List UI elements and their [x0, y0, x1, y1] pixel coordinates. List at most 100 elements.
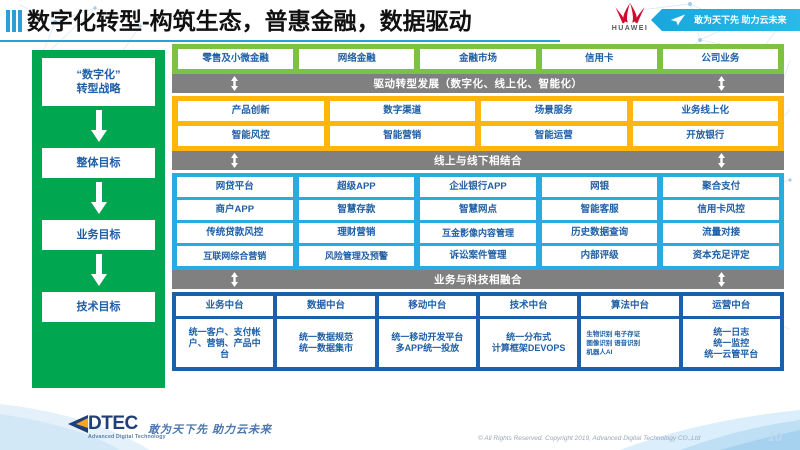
- business-line-cell[interactable]: 网络金融: [299, 49, 415, 69]
- platform-detail-line: 机器人AI: [586, 348, 613, 356]
- connector-drive-label: 驱动转型发展（数字化、线上化、智能化）: [373, 78, 583, 90]
- transformation-cell[interactable]: 智能风控: [178, 126, 324, 146]
- sidebar-item-strategy-line2: 转型战略: [76, 83, 121, 95]
- platform-title[interactable]: 业务中台: [176, 296, 274, 316]
- strategy-sidebar: “数字化” 转型战略 整体目标 业务目标 技术目标: [32, 50, 165, 388]
- transformation-cell[interactable]: 产品创新: [178, 101, 324, 121]
- platform-column-tech: 技术中台 统一分布式 计算框架DEVOPS: [479, 296, 578, 367]
- dtec-triangle-icon: [68, 415, 88, 433]
- application-cell[interactable]: 资本充足评定: [663, 246, 779, 266]
- platform-detail-line: 统一日志: [713, 326, 750, 337]
- application-cell[interactable]: 互金影像内容管理: [420, 223, 536, 243]
- dtec-tagline: Advanced Digital Technology: [88, 434, 166, 440]
- application-cell[interactable]: 诉讼案件管理: [420, 246, 536, 266]
- platform-detail[interactable]: 生物识别 电子存证 图像识别 语音识别 机器人AI: [581, 319, 679, 367]
- platform-column-operations: 运营中台 统一日志 统一监控 统一云管平台: [682, 296, 780, 367]
- platform-detail-line: 统一数据集市: [298, 343, 353, 353]
- platform-detail[interactable]: 统一客户、支付帐 户、营销、产品中 台: [176, 319, 274, 367]
- application-cell[interactable]: 商户APP: [177, 200, 293, 220]
- platform-title[interactable]: 数据中台: [277, 296, 375, 316]
- platform-detail[interactable]: 统一日志 统一监控 统一云管平台: [682, 319, 780, 367]
- application-cell[interactable]: 网银: [541, 177, 658, 197]
- platform-detail[interactable]: 统一移动开发平台 多APP统一投放: [378, 319, 476, 367]
- business-line-cell[interactable]: 信用卡: [541, 49, 657, 69]
- platform-detail-line: 生物识别 电子存证: [586, 330, 641, 338]
- platform-column-algorithm: 算法中台 生物识别 电子存证 图像识别 语音识别 机器人AI: [581, 296, 679, 367]
- double-arrow-icon: [718, 153, 725, 168]
- huawei-flower-icon: [615, 2, 645, 24]
- double-arrow-icon: [718, 76, 725, 91]
- huawei-wordmark: HUAWEI: [611, 25, 649, 32]
- connector-business-tech: 业务与科技相融合: [172, 270, 784, 289]
- transformation-cell[interactable]: 智能营销: [329, 126, 475, 146]
- application-cell[interactable]: 内部评级: [541, 246, 658, 266]
- transformation-cell[interactable]: 开放银行: [632, 126, 778, 146]
- application-cell[interactable]: 流量对接: [663, 223, 779, 243]
- business-lines-row: 零售及小微金融 网络金融 金融市场 信用卡 公司业务: [178, 49, 779, 69]
- platform-title[interactable]: 移动中台: [378, 296, 476, 316]
- paper-plane-icon: [670, 14, 686, 26]
- application-cell[interactable]: 智能客服: [541, 200, 658, 220]
- connector-drive-transformation: 驱动转型发展（数字化、线上化、智能化）: [172, 74, 784, 93]
- application-cell[interactable]: 风险管理及预警: [298, 246, 415, 266]
- platform-column-mobile: 移动中台 统一移动开发平台 多APP统一投放: [378, 296, 476, 367]
- title-accent-bars: [6, 10, 22, 32]
- platform-detail-line: 统一监控: [713, 337, 750, 348]
- applications-row-4: 互联网综合营销 风险管理及预警 诉讼案件管理 内部评级 资本充足评定: [177, 246, 779, 266]
- application-cell[interactable]: 信用卡风控: [663, 200, 779, 220]
- application-cell[interactable]: 传统贷款风控: [177, 223, 293, 243]
- arrow-down-icon: [90, 182, 107, 214]
- business-line-cell[interactable]: 公司业务: [662, 49, 779, 69]
- platform-detail-line: 户、营销、产品中: [188, 337, 261, 348]
- platform-title[interactable]: 运营中台: [682, 296, 780, 316]
- platform-column-business: 业务中台 统一客户、支付帐 户、营销、产品中 台: [176, 296, 274, 367]
- arrow-down-icon: [90, 110, 107, 142]
- application-cell[interactable]: 智慧存款: [298, 200, 415, 220]
- transformation-cell[interactable]: 业务线上化: [632, 101, 778, 121]
- arrow-down-3: [42, 250, 155, 292]
- platform-detail-line: 统一客户、支付帐: [188, 326, 261, 337]
- dtec-logo: DTEC Advanced Digital Technology: [68, 414, 208, 440]
- transformation-cell[interactable]: 场景服务: [481, 101, 627, 121]
- platform-detail-line: 统一分布式: [506, 332, 552, 342]
- transformation-cell[interactable]: 数字渠道: [329, 101, 475, 121]
- business-line-cell[interactable]: 零售及小微金融: [178, 49, 294, 69]
- double-arrow-icon: [231, 153, 238, 168]
- applications-band: 网贷平台 超级APP 企业银行APP 网银 聚合支付 商户APP 智慧存款 智慧…: [172, 173, 784, 270]
- arrow-down-icon: [90, 254, 107, 286]
- platform-detail[interactable]: 统一分布式 计算框架DEVOPS: [479, 319, 578, 367]
- footer-wave-decoration: [0, 404, 800, 450]
- application-cell[interactable]: 历史数据查询: [541, 223, 658, 243]
- transformation-row-1: 产品创新 数字渠道 场景服务 业务线上化: [178, 101, 778, 121]
- platform-title[interactable]: 算法中台: [581, 296, 679, 316]
- business-lines-band: 零售及小微金融 网络金融 金融市场 信用卡 公司业务: [172, 44, 784, 74]
- application-cell[interactable]: 企业银行APP: [420, 177, 536, 197]
- platform-detail[interactable]: 统一数据规范 统一数据集市: [277, 319, 375, 367]
- application-cell[interactable]: 互联网综合营销: [177, 246, 293, 266]
- page-title: 数字化转型-构筑生态，普惠金融，数据驱动: [27, 8, 472, 34]
- platform-detail-line: 统一数据规范: [298, 332, 353, 342]
- platform-title[interactable]: 技术中台: [479, 296, 578, 316]
- platform-detail-line: 台: [220, 348, 230, 359]
- application-cell[interactable]: 超级APP: [298, 177, 415, 197]
- application-cell[interactable]: 网贷平台: [177, 177, 293, 197]
- sidebar-item-overall-goal[interactable]: 整体目标: [42, 148, 155, 178]
- footer-slogan: 敢为天下先 助力云未来: [148, 424, 273, 436]
- main-diagram: 零售及小微金融 网络金融 金融市场 信用卡 公司业务 驱动转型发展（数字化、线上…: [172, 44, 784, 371]
- transformation-cell[interactable]: 智能运营: [481, 126, 627, 146]
- application-cell[interactable]: 智慧网点: [420, 200, 536, 220]
- sidebar-item-strategy[interactable]: “数字化” 转型战略: [42, 58, 155, 106]
- business-line-cell[interactable]: 金融市场: [420, 49, 536, 69]
- ribbon-slogan: 敢为天下先 助力云未来: [694, 15, 787, 25]
- page-number: 10: [767, 429, 782, 444]
- sidebar-item-tech-goal[interactable]: 技术目标: [42, 292, 155, 322]
- application-cell[interactable]: 理财营销: [298, 223, 415, 243]
- sidebar-item-business-goal[interactable]: 业务目标: [42, 220, 155, 250]
- application-cell[interactable]: 聚合支付: [663, 177, 779, 197]
- applications-row-2: 商户APP 智慧存款 智慧网点 智能客服 信用卡风控: [177, 200, 779, 220]
- platform-detail-line: 图像识别 语音识别: [586, 339, 641, 347]
- connector-online-offline: 线上与线下相结合: [172, 151, 784, 170]
- double-arrow-icon: [718, 272, 725, 287]
- applications-row-1: 网贷平台 超级APP 企业银行APP 网银 聚合支付: [177, 177, 779, 197]
